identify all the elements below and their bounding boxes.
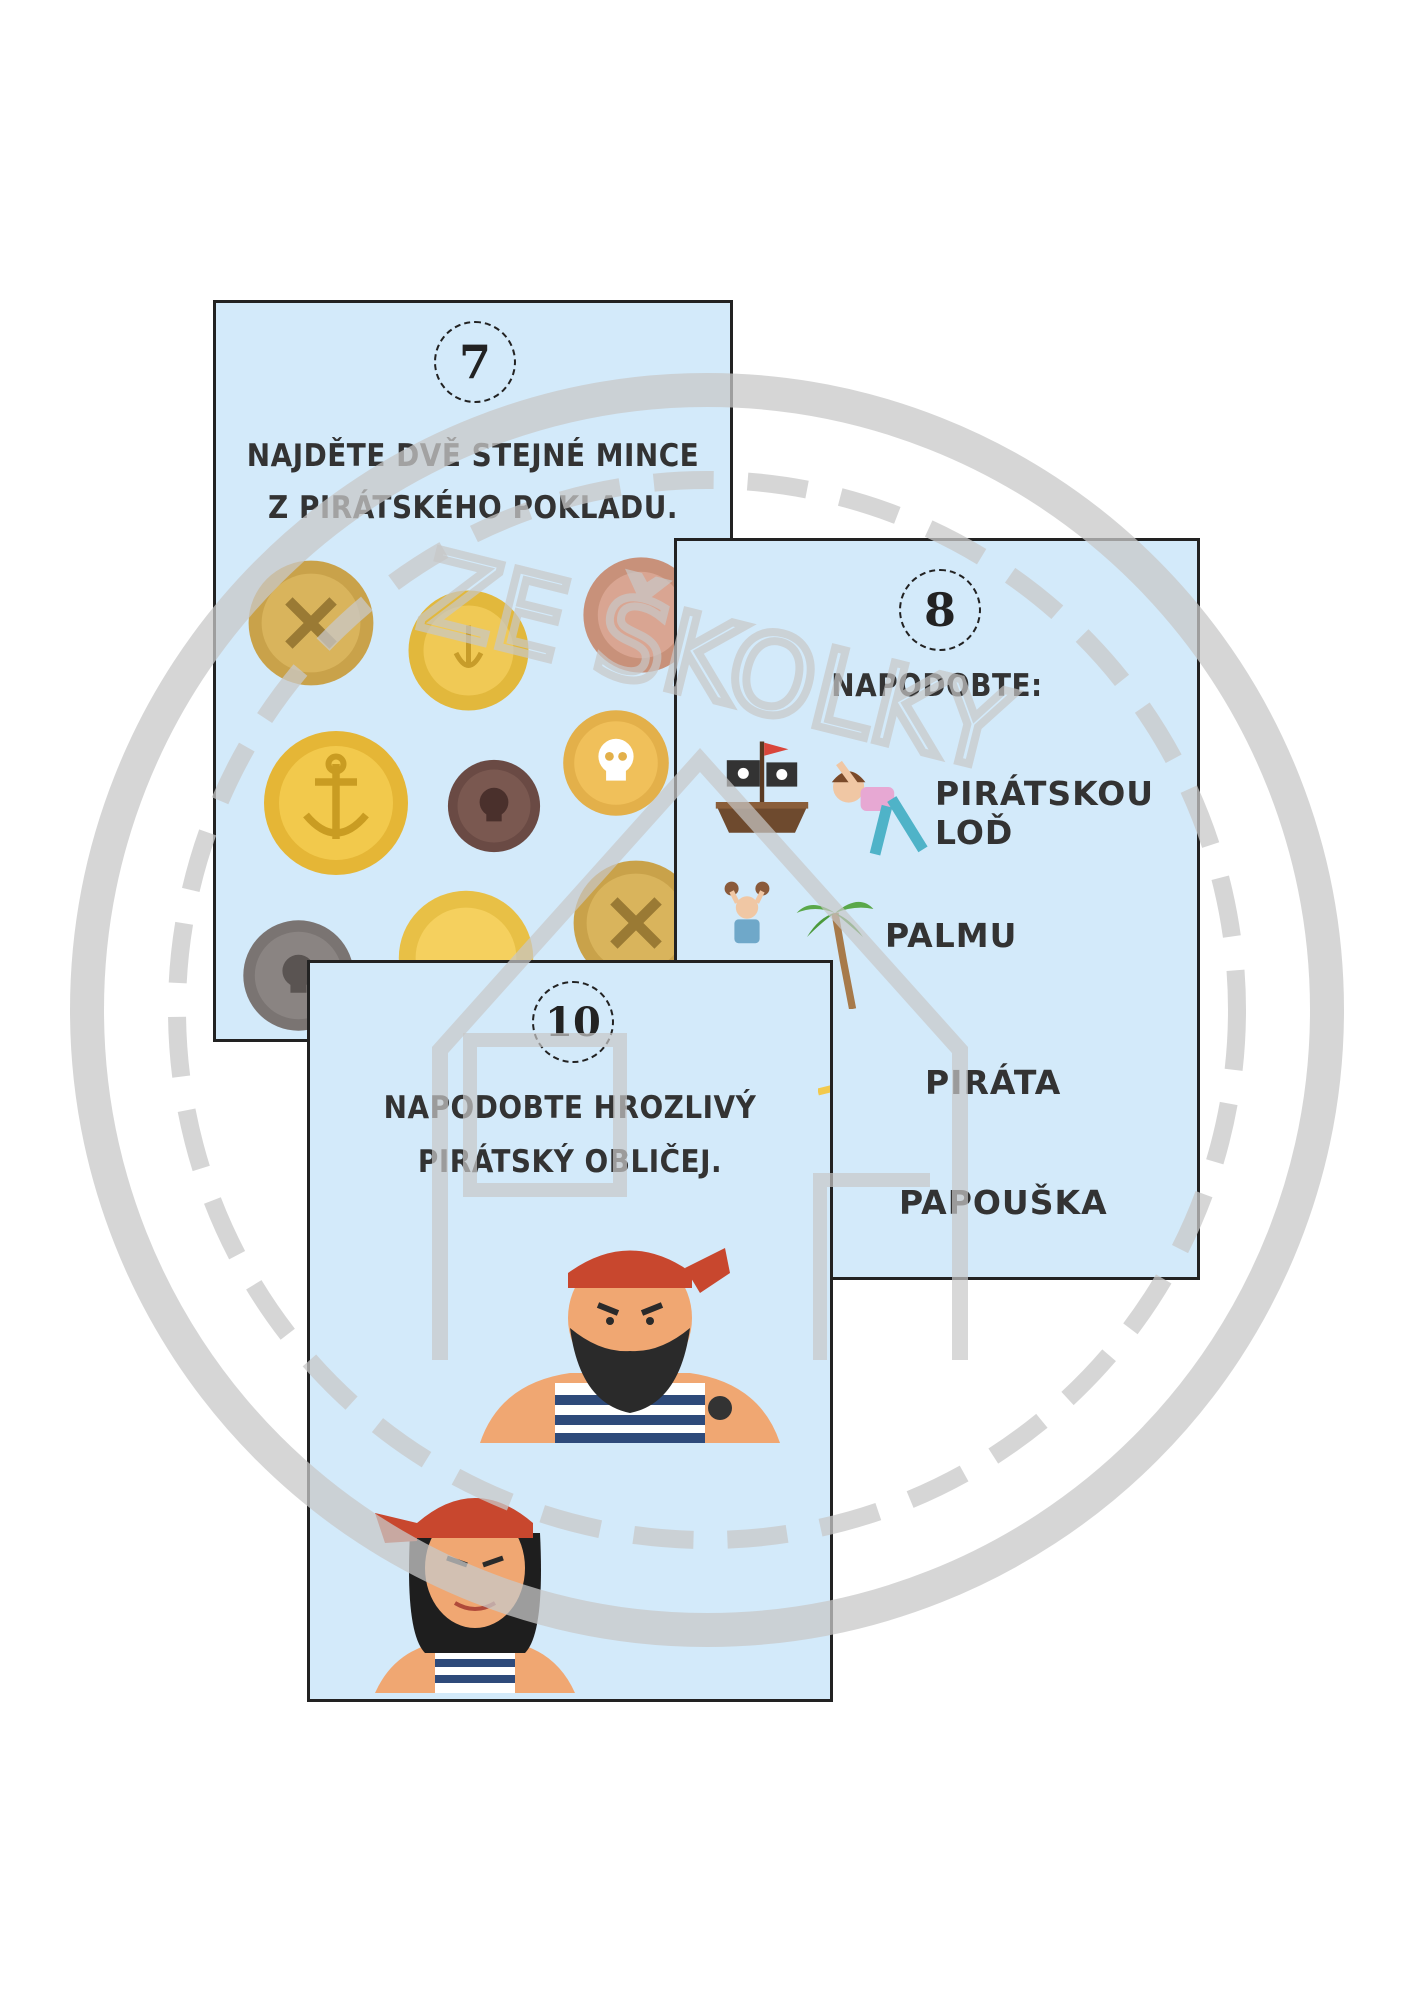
card-7: 7 NAJDĚTE DVĚ STEJNÉ MINCE Z PIRÁTSKÉHO … (213, 300, 733, 1042)
card-title: NAPODOBTE: (831, 668, 1043, 704)
coin-anchor-icon (261, 728, 411, 878)
coin-skull-gold-icon (561, 708, 671, 818)
card-title-line1: NAPODOBTE HROZLIVÝ (383, 1090, 757, 1126)
coin-gold-icon (406, 588, 531, 713)
action-item-ship: PIRÁTSKOU LOĎ (935, 774, 1155, 852)
coin-x-gold-icon (246, 558, 376, 688)
action-item-palm: PALMU (885, 916, 1018, 955)
card-number-badge: 8 (899, 569, 981, 651)
child-arms-up-icon (712, 876, 782, 956)
bearded-pirate-icon (480, 1233, 780, 1443)
female-pirate-icon (355, 1453, 595, 1693)
coin-skull-dark-icon (446, 758, 542, 854)
action-item-pirate: PIRÁTA (925, 1063, 1062, 1102)
card-title-line2: Z PIRÁTSKÉHO POKLADU. (268, 490, 678, 526)
card-title-line2: PIRÁTSKÝ OBLIČEJ. (417, 1144, 723, 1180)
girl-yoga-icon (815, 751, 935, 861)
card-number-badge: 10 (532, 981, 614, 1063)
pirate-ship-icon (707, 736, 817, 846)
card-10: 10 NAPODOBTE HROZLIVÝ PIRÁTSKÝ OBLIČEJ. (307, 960, 833, 1702)
card-number-badge: 7 (434, 321, 516, 403)
action-item-parrot: PAPOUŠKA (899, 1183, 1108, 1222)
card-title-line1: NAJDĚTE DVĚ STEJNÉ MINCE (246, 438, 700, 474)
child-yellow-icon (817, 1043, 830, 1143)
